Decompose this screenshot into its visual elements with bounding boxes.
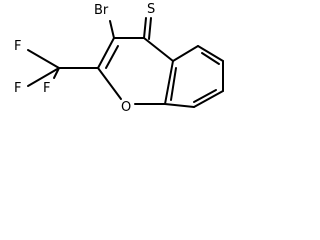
- atom-label-bromine: Br: [94, 3, 109, 18]
- bond-c4-s-1: [143, 17, 147, 39]
- bond-c4a-c4: [143, 37, 174, 62]
- molecule-diagram: Br S O F F F: [14, 2, 224, 115]
- atom-label-fluorine-middle: F: [43, 81, 50, 96]
- bond-c4a-c5-outer: [172, 45, 199, 62]
- bond-c7-c8: [193, 90, 224, 108]
- structure-canvas: Br S O F F F: [0, 0, 231, 150]
- bond-cf3-f-top: [27, 49, 60, 69]
- bond-c3-c2-inner: [105, 45, 119, 69]
- bond-c8-c8a: [164, 103, 195, 108]
- bond-c5-c6: [197, 45, 224, 62]
- bond-c2-o1: [97, 67, 122, 100]
- bond-c4-s-2: [148, 17, 152, 40]
- bond-cf3-f-mid: [53, 67, 60, 79]
- atom-label-fluorine-bottom: F: [14, 81, 21, 96]
- atom-label-sulfur: S: [147, 2, 155, 17]
- atom-label-oxygen: O: [121, 100, 131, 115]
- bond-c8a-c4a: [164, 60, 174, 105]
- bond-c3-br: [109, 20, 115, 39]
- atom-label-fluorine-top: F: [14, 39, 21, 54]
- bond-cf3-f-bottom: [27, 67, 60, 87]
- bond-c8a-c4a-inner: [170, 67, 177, 101]
- bond-c7-c8-inner: [193, 89, 217, 103]
- bond-c5-c6-inner: [201, 52, 220, 65]
- bond-c3-c2-outer: [97, 37, 115, 69]
